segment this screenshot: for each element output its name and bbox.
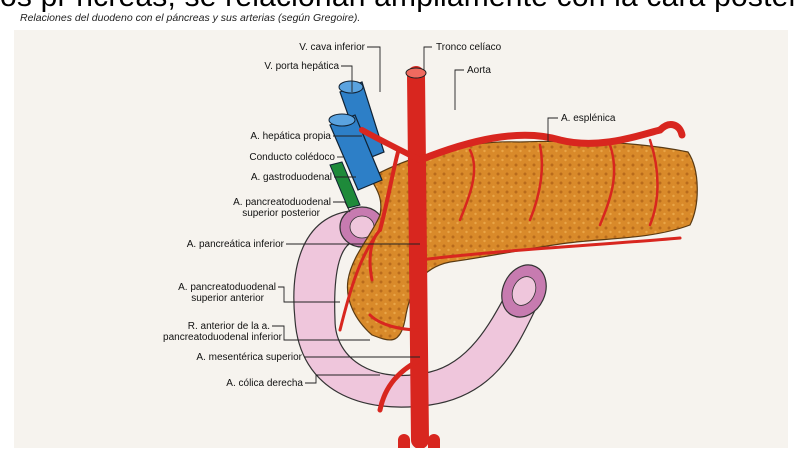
label-pancreatoduodenal-inf-2: pancreatoduodenal inferior [163,332,283,343]
label-tronco-celiaco: Tronco celíaco [436,42,502,53]
label-colica-derecha: A. cólica derecha [226,378,303,389]
label-coledoco: Conducto colédoco [249,152,335,163]
label-gastroduodenal: A. gastroduodenal [251,172,332,183]
label-vena-porta: V. porta hepática [264,61,339,72]
label-mesenterica: A. mesentérica superior [196,352,302,363]
label-pancreatoduodenal-sup-post-1: A. pancreatoduodenal [233,197,331,208]
figure-caption: Relaciones del duodeno con el páncreas y… [20,12,364,24]
label-pancreatica-inferior: A. pancreática inferior [187,239,285,250]
label-esplenica: A. esplénica [561,113,616,124]
title-strip: os pr ncreas, se relacionan ampliamente … [0,0,798,30]
veins [329,81,384,208]
label-hepatica-propia: A. hepática propia [250,131,331,142]
label-vena-cava: V. cava inferior [299,42,365,53]
label-pancreatoduodenal-sup-ant-2: superior anterior [191,293,264,304]
label-pancreatoduodenal-inf-1: R. anterior de la a. [188,321,270,332]
anatomy-illustration: V. cava inferior V. porta hepática Tronc… [14,30,788,448]
label-aorta: Aorta [467,65,491,76]
aorta [416,75,420,440]
label-pancreatoduodenal-sup-ant-1: A. pancreatoduodenal [178,282,276,293]
label-pancreatoduodenal-sup-post-2: superior posterior [242,208,320,219]
illustration-plate: V. cava inferior V. porta hepática Tronc… [14,30,788,448]
